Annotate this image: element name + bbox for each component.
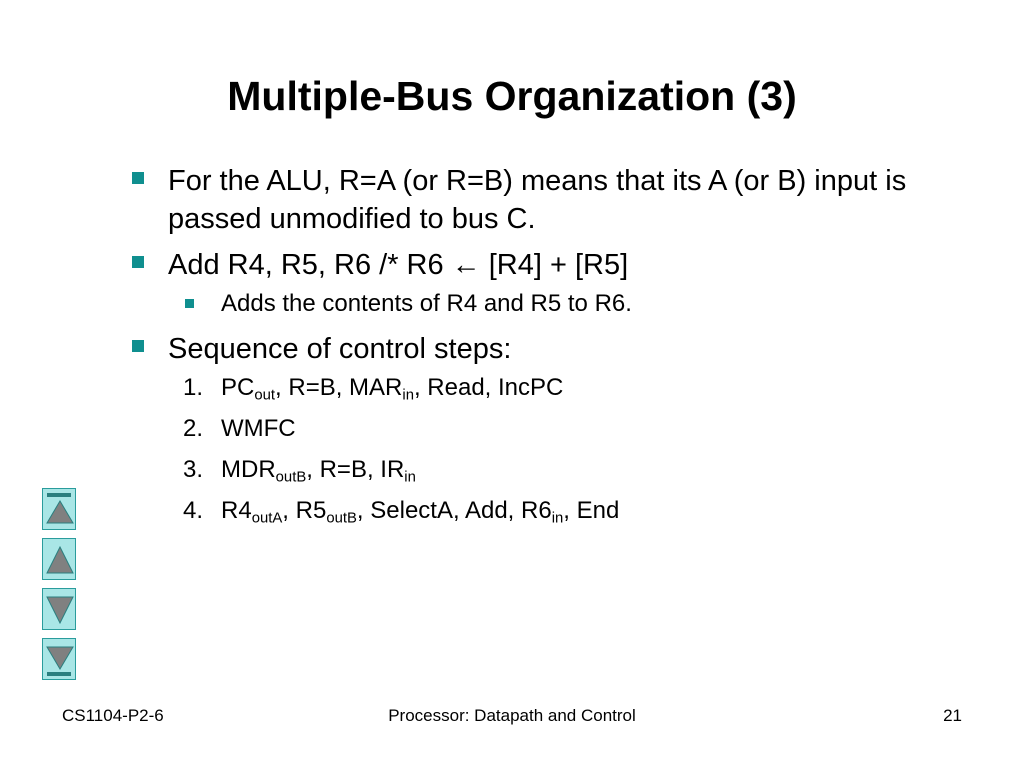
step-number: 4. bbox=[183, 497, 204, 524]
bullet-add-instruction: Add R4, R5, R6 /* R6 ← [R4] + [R5] bbox=[130, 246, 950, 284]
footer-course-code: CS1104-P2-6 bbox=[62, 706, 164, 725]
control-step: 3. MDRoutB, R=B, IRin bbox=[183, 456, 416, 486]
last-slide-icon bbox=[46, 646, 74, 676]
control-step: 4. R4outA, R5outB, SelectA, Add, R6in, E… bbox=[183, 497, 620, 527]
footer-title: Processor: Datapath and Control bbox=[388, 706, 636, 725]
control-steps-list: 1. PCout, R=B, MARin, Read, IncPC 2. WMF… bbox=[130, 372, 950, 527]
control-step: 2. WMFC bbox=[130, 413, 950, 445]
bullet-alu: For the ALU, R=A (or R=B) means that its… bbox=[130, 162, 950, 238]
square-bullet-icon bbox=[132, 340, 144, 352]
slide-body: For the ALU, R=A (or R=B) means that its… bbox=[130, 162, 950, 536]
sub-bullet-adds: Adds the contents of R4 and R5 to R6. bbox=[130, 288, 950, 320]
bullet-text: Add R4, R5, R6 /* R6 ← [R4] + [R5] bbox=[168, 249, 629, 281]
bullet-text: For the ALU, R=A (or R=B) means that its… bbox=[168, 165, 907, 235]
bullet-text: Sequence of control steps: bbox=[168, 333, 512, 365]
previous-slide-button[interactable] bbox=[42, 538, 76, 580]
first-slide-button[interactable] bbox=[42, 488, 76, 530]
previous-slide-icon bbox=[46, 545, 74, 574]
control-step: 1. PCout, R=B, MARin, Read, IncPC bbox=[183, 374, 564, 404]
bullet-sequence: Sequence of control steps: bbox=[130, 330, 950, 368]
first-slide-icon bbox=[46, 493, 74, 524]
step-number: 1. bbox=[183, 374, 204, 401]
step-number: 3. bbox=[183, 456, 204, 483]
square-bullet-icon bbox=[132, 256, 144, 268]
last-slide-button[interactable] bbox=[42, 638, 76, 680]
step-number: 2. bbox=[183, 415, 204, 442]
slide-title: Multiple-Bus Organization (3) bbox=[227, 73, 797, 119]
next-slide-button[interactable] bbox=[42, 588, 76, 630]
next-slide-icon bbox=[46, 596, 74, 625]
square-bullet-icon bbox=[132, 172, 144, 184]
footer-slide-number: 21 bbox=[943, 706, 962, 725]
square-bullet-icon bbox=[185, 299, 194, 308]
sub-bullet-text: Adds the contents of R4 and R5 to R6. bbox=[221, 290, 632, 317]
